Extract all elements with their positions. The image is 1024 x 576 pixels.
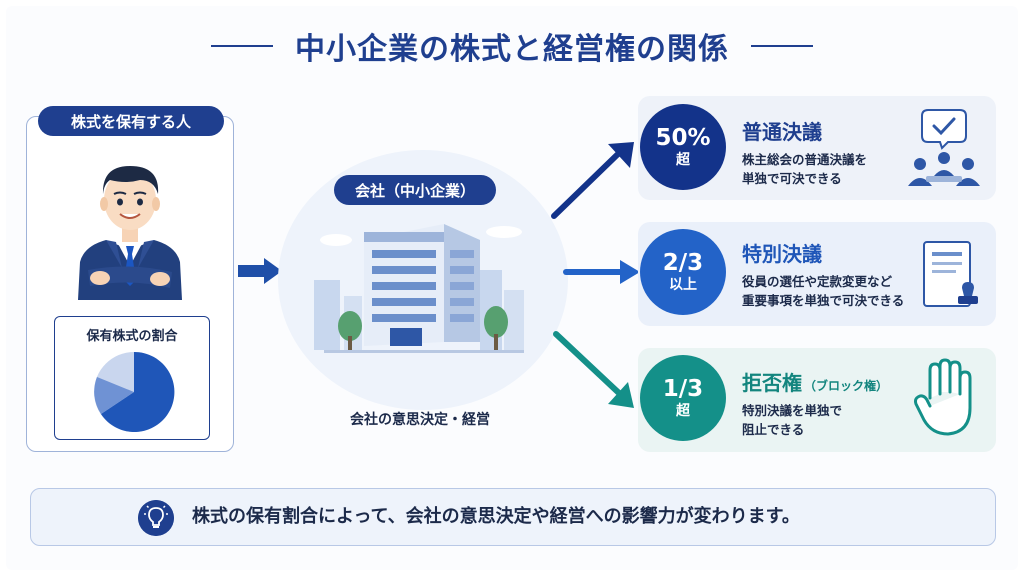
card-heading-sub: （ブロック権） — [804, 379, 889, 393]
card-description-line: 特別決議を単独で — [742, 403, 843, 418]
branch-arrows — [551, 142, 640, 408]
company-caption: 会社の意思決定・経営 — [350, 412, 490, 428]
card-description-line: 単独で可決できる — [742, 171, 842, 186]
card-description: 役員の選任や定款変更など 重要事項を単独で可決できる — [742, 272, 928, 310]
card-description-line: 阻止できる — [742, 422, 805, 437]
badge-main-text: 2/3 — [662, 250, 704, 276]
share-pie-chart — [94, 351, 175, 432]
card-description: 株主総会の普通決議を 単独で可決できる — [742, 150, 912, 188]
title-line-left — [211, 45, 273, 47]
card-description-line: 株主総会の普通決議を — [742, 152, 868, 167]
card-description-line: 重要事項を単独で可決できる — [742, 293, 905, 308]
arrow-right-icon — [238, 258, 282, 284]
arrow-down-right-icon — [553, 331, 623, 397]
badge-main-text: 50% — [655, 125, 711, 151]
shareholder-tag: 株式を保有する人 — [38, 106, 224, 136]
meeting-check-icon — [908, 109, 980, 186]
page-title: 中小企業の株式と経営権の関係 — [295, 32, 729, 67]
card-heading: 拒否権（ブロック権） — [742, 367, 888, 396]
share-ratio-box: 保有株式の割合 — [54, 316, 210, 440]
card-heading: 普通決議 — [742, 120, 822, 144]
share-ratio-title: 保有株式の割合 — [86, 329, 178, 344]
badge-50-percent: 50% 超 — [640, 104, 726, 190]
businessman-illustration — [78, 166, 182, 300]
arrow-up-right-icon — [551, 151, 621, 219]
card-description: 特別決議を単独で 阻止できる — [742, 401, 912, 439]
badge-one-third: 1/3 超 — [640, 355, 726, 441]
badge-sub-text: 超 — [676, 403, 690, 419]
company-tag: 会社（中小企業） — [334, 175, 496, 205]
card-description-line: 役員の選任や定款変更など — [742, 274, 893, 289]
title-line-right — [751, 45, 813, 47]
stop-hand-icon — [914, 358, 972, 436]
document-stamp-icon — [923, 241, 978, 307]
title-row: 中小企業の株式と経営権の関係 — [0, 24, 1024, 68]
badge-main-text: 1/3 — [662, 376, 704, 402]
pie-slice-mid — [94, 377, 134, 414]
badge-sub-text: 超 — [676, 152, 690, 168]
badge-sub-text: 以上 — [669, 277, 697, 293]
note-text: 株式の保有割合によって、会社の意思決定や経営への影響力が変わります。 — [192, 506, 800, 527]
pie-slice-major — [101, 351, 175, 432]
bottom-note — [30, 488, 996, 546]
lightbulb-icon — [138, 500, 174, 536]
office-building-illustration — [314, 224, 524, 353]
card-heading-main: 拒否権 — [742, 371, 802, 395]
badge-two-thirds: 2/3 以上 — [640, 229, 726, 315]
card-heading: 特別決議 — [742, 242, 822, 266]
